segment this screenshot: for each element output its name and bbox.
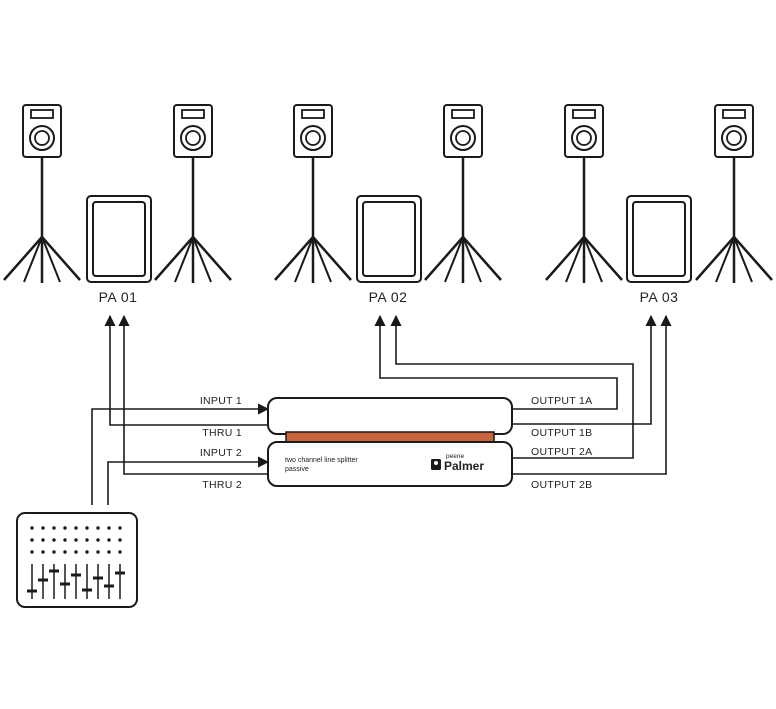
wire-input-1 [91, 403, 270, 505]
speaker-icon [694, 103, 774, 285]
output-2b-label: OUTPUT 2B [531, 479, 592, 491]
pa-03-label: PA 03 [640, 289, 679, 305]
wire-thru-1 [104, 314, 268, 426]
output-1b-label: OUTPUT 1B [531, 427, 592, 439]
pa-01-group: PA 01 [2, 103, 233, 305]
wire-thru-2 [118, 314, 268, 475]
mixer-faders [27, 564, 125, 599]
output-1a-label: OUTPUT 1A [531, 395, 592, 407]
speaker-icon [153, 103, 233, 285]
palmer-logo: peene Palmer [431, 453, 484, 473]
subwoofer-icon [86, 195, 152, 283]
splitter-model-line2: passive [285, 466, 309, 473]
splitter-device: two channel line splitter passive peene … [267, 397, 513, 487]
splitter-model-line1: two channel line splitter [285, 457, 358, 464]
signal-lines [91, 314, 672, 505]
subwoofer-icon [356, 195, 422, 283]
pa-01-label: PA 01 [99, 289, 138, 305]
wire-output-1a [374, 314, 618, 410]
thru-2-label: THRU 2 [202, 479, 242, 491]
speaker-icon [544, 103, 624, 285]
wire-input-2 [107, 456, 270, 505]
speaker-icon [2, 103, 82, 285]
wire-output-2b [512, 314, 672, 475]
output-2a-label: OUTPUT 2A [531, 446, 592, 458]
speaker-icon [273, 103, 353, 285]
input-1-label: INPUT 1 [200, 395, 242, 407]
thru-1-label: THRU 1 [202, 427, 242, 439]
speaker-icon [423, 103, 503, 285]
subwoofer-icon [626, 195, 692, 283]
pa-02-group: PA 02 [273, 103, 503, 305]
wire-output-2a [390, 314, 634, 459]
brand-small-label: peene [446, 453, 464, 460]
mixer-knobs [30, 526, 122, 554]
brand-label: Palmer [444, 459, 484, 473]
pa-03-group: PA 03 [544, 103, 774, 305]
pa-02-label: PA 02 [369, 289, 408, 305]
mixer-console [16, 512, 138, 608]
wire-output-1b [512, 314, 657, 425]
input-2-label: INPUT 2 [200, 447, 242, 459]
